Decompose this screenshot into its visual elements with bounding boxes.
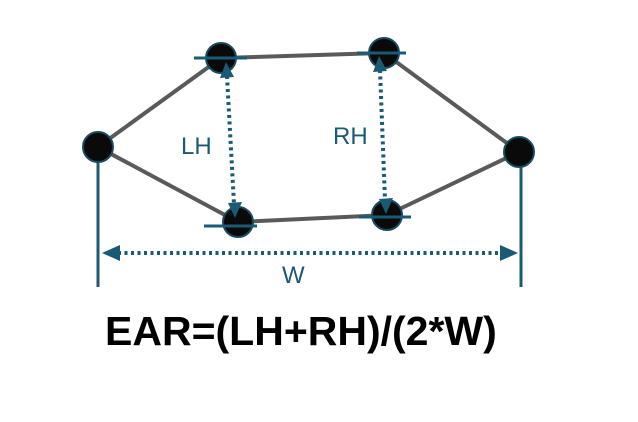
landmark-inner-corner bbox=[503, 136, 535, 168]
landmark-outer-corner bbox=[82, 131, 114, 163]
lh-arrowhead-top bbox=[220, 62, 234, 78]
landmarks bbox=[82, 37, 535, 238]
rh-arrowhead-bottom bbox=[379, 198, 393, 214]
edge-lower-left-to-outer-corner bbox=[96, 145, 240, 224]
edge-upper-right-to-inner-corner bbox=[382, 51, 521, 154]
rh-arrowhead-top bbox=[373, 56, 387, 72]
lh-measurement-arrow bbox=[220, 62, 242, 218]
edge-outer-corner-to-upper-left bbox=[96, 56, 223, 149]
w-arrowhead-right bbox=[500, 245, 518, 261]
rh-measurement-arrow bbox=[373, 56, 393, 214]
edge-upper-left-to-upper-right bbox=[219, 51, 386, 60]
lh-arrowhead-bottom bbox=[228, 202, 242, 218]
ear-formula: EAR=(LH+RH)/(2*W) bbox=[105, 308, 497, 354]
edge-inner-corner-to-lower-right bbox=[385, 150, 521, 217]
w-arrowhead-left bbox=[102, 245, 120, 261]
w-measurement-arrow bbox=[102, 245, 518, 261]
landmark-ticks bbox=[194, 51, 411, 228]
eye-outline bbox=[96, 51, 521, 224]
label-lh: LH bbox=[181, 133, 212, 160]
landmark-lower-left bbox=[222, 206, 254, 238]
label-rh: RH bbox=[333, 123, 368, 150]
label-w: W bbox=[282, 262, 305, 289]
